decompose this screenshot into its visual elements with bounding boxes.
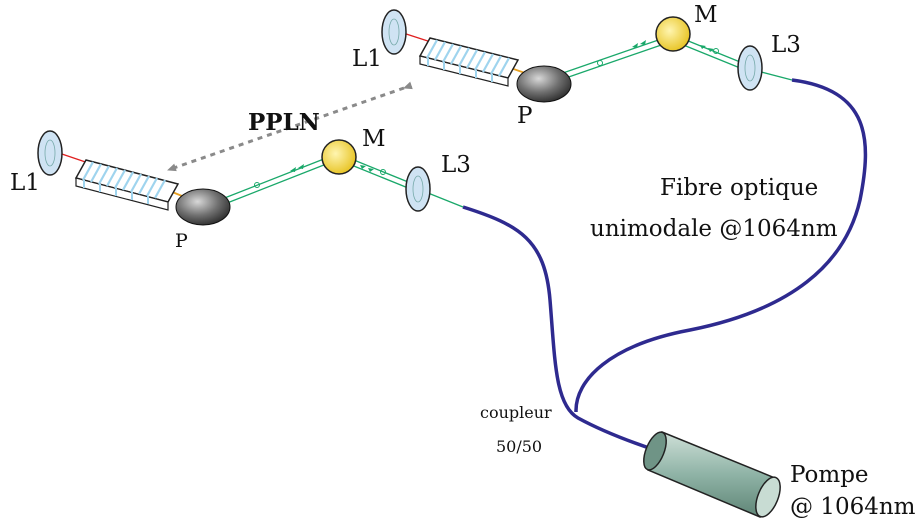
label-l1-left: L1 [10,170,40,196]
label-fibre-line2: unimodale @1064nm [590,216,838,242]
label-ppln-bold: PPLN [248,109,320,136]
lens-l1-left [37,130,63,176]
mirror-m-top [655,16,691,52]
label-p-top: P [517,103,532,129]
label-l3-left: L3 [441,152,471,178]
label-fibre-line1: Fibre optique [660,175,818,201]
fiber-right [574,78,868,413]
label-coupleur-line2: 50/50 [496,437,542,456]
fiber-left [462,205,656,452]
ppln-crystal-left [74,159,180,211]
lens-l3-top [737,45,763,91]
label-m-left: M [362,126,386,152]
label-pompe-line2: @ 1064nm [790,494,916,520]
label-m-top: M [694,2,718,28]
ppln-crystal-top [418,37,520,87]
label-p-left: P [175,230,188,252]
lens-l3-left [405,166,431,212]
pump-laser [643,431,781,518]
label-coupleur-line1: coupleur [480,403,552,422]
polarizer-p-left [175,188,231,226]
mirror-m-left [321,139,357,175]
label-pompe-line1: Pompe [790,462,869,488]
label-l3-top: L3 [771,32,801,58]
polarizer-p-top [516,65,572,103]
label-l1-top: L1 [352,46,382,72]
lens-l1-top [381,9,407,55]
ppln-double-arrow [167,81,413,172]
